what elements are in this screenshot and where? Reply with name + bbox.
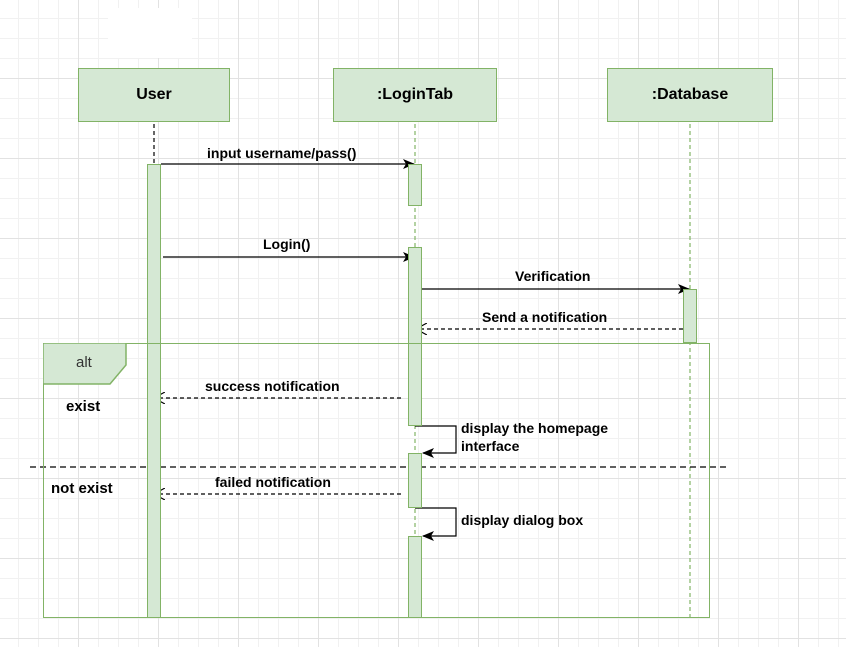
lifeline-user-label: User [136, 86, 172, 103]
lifeline-logintab[interactable]: :LoginTab [333, 68, 497, 122]
guard-not-exist: not exist [51, 480, 113, 497]
msg-verification-label: Verification [515, 268, 591, 284]
msg-display-homepage-arrow [415, 425, 457, 458]
msg-display-dialog-arrow [415, 507, 457, 541]
msg-login-label: Login() [263, 236, 311, 252]
msg-success-label: success notification [205, 378, 340, 394]
lifeline-database[interactable]: :Database [607, 68, 773, 122]
guard-exist: exist [66, 398, 101, 415]
msg-display-homepage-label: display the homepage interface [461, 419, 608, 455]
msg-display-dialog-label: display dialog box [461, 512, 584, 528]
alt-fragment[interactable] [43, 343, 710, 618]
alt-operator-label: alt [76, 354, 92, 371]
alt-tab [43, 343, 127, 385]
lifeline-user[interactable]: User [78, 68, 230, 122]
activation-database [683, 289, 697, 343]
msg-send-notification-label: Send a notification [482, 309, 608, 325]
lifeline-logintab-label: :LoginTab [376, 86, 454, 103]
msg-input-label: input username/pass() [207, 145, 357, 161]
msg-display-homepage-line1: display the homepage [461, 420, 609, 436]
activation-logintab-3 [408, 453, 422, 508]
msg-display-homepage-line2: interface [461, 438, 520, 454]
activation-logintab-2 [408, 247, 422, 426]
blank-area [108, 8, 192, 58]
lifeline-database-label: :Database [651, 86, 729, 103]
msg-failed-label: failed notification [215, 474, 331, 490]
activation-logintab-1 [408, 164, 422, 206]
